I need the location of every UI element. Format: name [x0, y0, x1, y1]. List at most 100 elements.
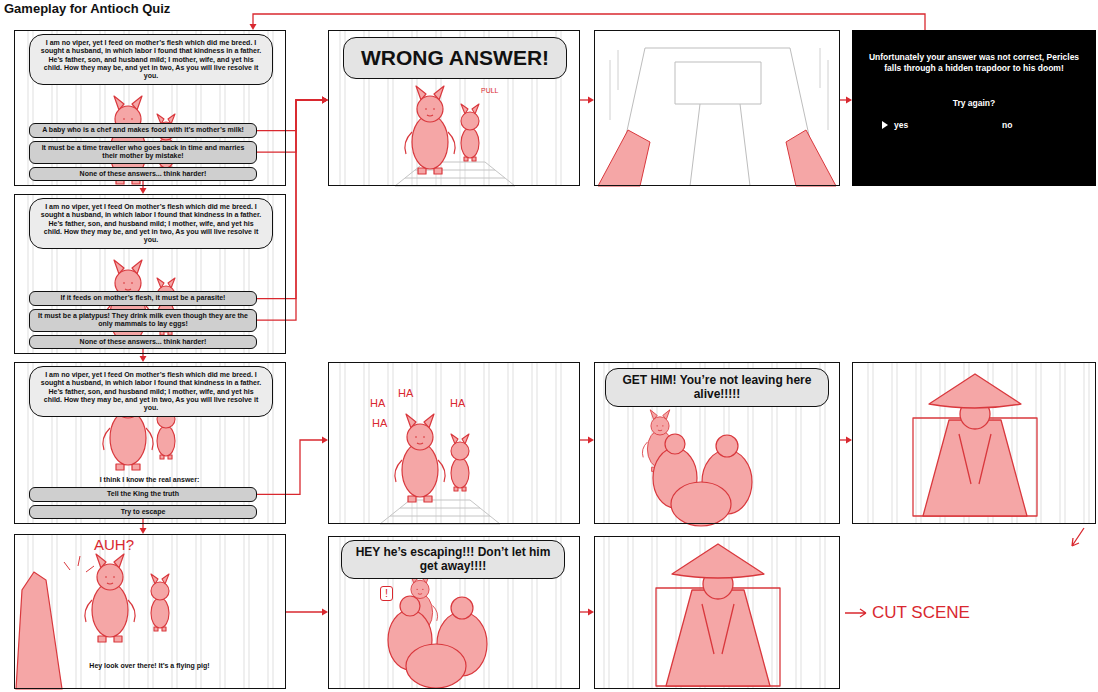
flow-arrow [580, 97, 594, 104]
sketch-stroke [14, 534, 286, 689]
node-text: Unfortunately your answer was not correc… [862, 52, 1086, 74]
flow-arrow [257, 97, 328, 131]
sketch-stroke [1072, 528, 1084, 546]
node-text: If it feeds on mother’s flesh, it must b… [35, 294, 251, 302]
answer-button: None of these answers... think harder! [29, 335, 257, 349]
sketch-stroke [653, 434, 752, 526]
storyboard-panel [852, 362, 1096, 524]
sketch-note: HA [398, 388, 413, 399]
speech-bubble: WRONG ANSWER! [343, 37, 567, 79]
flow-line [840, 99, 846, 100]
speech-bubble: I am no viper, yet I feed On mother’s fl… [29, 366, 273, 417]
flow-line [580, 99, 588, 100]
flow-arrow [140, 349, 147, 362]
speech-bubble: I am no viper, yet I feed on mother’s fl… [29, 34, 273, 85]
storyboard-panel: WRONG ANSWER! [328, 30, 580, 186]
storyboard-panel: I am no viper, yet I feed On mother’s fl… [14, 194, 286, 354]
node-text: I am no viper, yet I feed On mother’s fl… [40, 203, 262, 244]
flow-line [257, 100, 322, 299]
node-text: HEY he’s escaping!!! Don’t let him get a… [352, 545, 554, 574]
node-text: Tell the King the truth [35, 490, 251, 498]
sketch-stroke [151, 574, 169, 631]
page-title: Gameplay for Antioch Quiz [4, 1, 170, 16]
flow-line [253, 14, 925, 30]
flow-arrow [840, 437, 852, 444]
flow-arrow [257, 437, 328, 495]
scene-p9 [642, 410, 752, 526]
storyboard-panel [328, 362, 580, 524]
sketch-stroke [594, 30, 840, 186]
storyboard-panel: I am no viper, yet I feed on mother’s fl… [14, 30, 286, 186]
scene-trapdoor [598, 48, 836, 186]
sketch-stroke [328, 362, 580, 524]
node-text: I am no viper, yet I feed on mother’s fl… [40, 39, 262, 80]
sketch-stroke [845, 609, 866, 617]
scene-p8 [380, 414, 500, 524]
panel-grounds [14, 30, 1096, 689]
flow-arrow [257, 97, 328, 299]
scene-p11 [388, 573, 487, 688]
node-text: None of these answers... think harder! [35, 338, 251, 346]
answer-button: If it feeds on mother’s flesh, it must b… [29, 291, 257, 305]
flow-arrow [140, 181, 147, 194]
storyboard-panel: I think I know the real answer: I am no v… [14, 362, 286, 524]
flow-line [142, 181, 143, 188]
answer-button: None of these answers... think harder! [29, 167, 257, 181]
node-text: None of these answers... think harder! [35, 170, 251, 178]
flow-arrow [250, 14, 926, 30]
storyboard-panel [594, 536, 840, 689]
answer-button: Tell the King the truth [29, 487, 257, 501]
node-text: GET HIM! You’re not leaving here alive!!… [616, 373, 818, 402]
flow-line [257, 100, 322, 131]
node-text: yes [894, 120, 908, 131]
speech-bubble: GET HIM! You’re not leaving here alive!!… [605, 368, 829, 407]
node-text: Try to escape [35, 508, 251, 516]
answer-button: Try to escape [29, 505, 257, 519]
sketch-stroke [656, 544, 780, 686]
sketch-note: PULL [481, 87, 499, 94]
flow-arrow [580, 609, 594, 616]
sketch-note: HA [450, 398, 465, 409]
game-over-screen: Unfortunately your answer was not correc… [852, 30, 1096, 186]
scene-p4 [16, 554, 169, 689]
sketch-stroke [395, 162, 515, 186]
menu-cursor [882, 121, 888, 129]
answer-button: It must be a time traveller who goes bac… [29, 141, 257, 164]
node-text: no [1002, 120, 1012, 131]
storyboard-panel: Hey look over there! It’s a flying pig! [14, 534, 286, 689]
speech-bubble: HEY he’s escaping!!! Don’t let him get a… [341, 540, 565, 579]
sketch-note: HA [372, 418, 387, 429]
sketch-stroke [14, 362, 286, 524]
speech-bubble: I am no viper, yet I feed On mother’s fl… [29, 198, 273, 249]
flow-line [257, 100, 322, 152]
sketch-stroke [594, 536, 840, 689]
scene-p12 [656, 544, 780, 686]
node-text: A baby who is a chef and makes food with… [35, 126, 251, 134]
flow-arrow [140, 519, 147, 534]
answer-button: A baby who is a chef and makes food with… [29, 123, 257, 137]
sketch-stroke [451, 434, 469, 491]
sketch-stroke [388, 596, 487, 688]
flow-arrow [286, 609, 328, 616]
sketch-note: AUH? [94, 537, 134, 552]
node-text: It must be a platypus! They drink milk e… [35, 312, 251, 329]
node-text: Hey look over there! It’s a flying pig! [15, 662, 284, 670]
node-text: Try again? [852, 98, 1096, 109]
sketch-stroke [610, 48, 828, 130]
sketch-stroke [14, 194, 286, 354]
storyboard-panel: HEY he’s escaping!!! Don’t let him get a… [328, 536, 580, 689]
scene-p10 [913, 374, 1037, 516]
sketch-note: CUT SCENE [872, 604, 970, 621]
scene-p5 [395, 86, 515, 186]
sketch-note: HA [370, 398, 385, 409]
sketch-stroke [852, 362, 1096, 524]
flow-line [840, 439, 846, 440]
sketch-stroke [913, 374, 1037, 516]
flow-line [257, 440, 322, 494]
flow-arrow [840, 97, 852, 104]
sketch-stroke [405, 86, 455, 174]
arrow-head [846, 97, 852, 104]
node-text: I think I know the real answer: [15, 476, 284, 484]
storyboard-panel: GET HIM! You’re not leaving here alive!!… [594, 362, 840, 524]
